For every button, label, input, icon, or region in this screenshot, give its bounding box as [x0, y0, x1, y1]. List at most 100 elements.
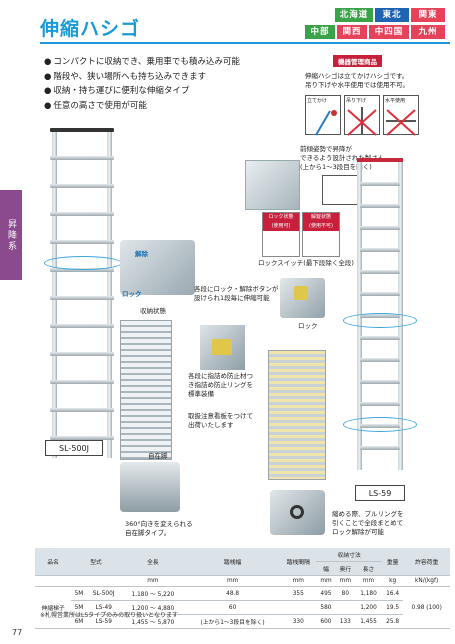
lock-state-sub: (使用可) [263, 222, 299, 231]
region-chushikoku: 中四国 [369, 25, 409, 39]
length-cell: 5M [71, 600, 87, 615]
col-tread-width: 踏桟幅 [185, 548, 281, 576]
usage-note: 伸縮ハシゴは立てかけハシゴです。 吊り下げや水平使用では使用不可。 [305, 72, 409, 90]
load-cell: 0.98 (100) [403, 586, 450, 629]
sign-hanging: 吊り下げ [344, 95, 380, 136]
ladder-rung [360, 248, 400, 252]
ladder-right-rail [107, 128, 112, 458]
model-cell: SL-500J [86, 586, 121, 601]
weight-cell: 16.4 [381, 586, 404, 601]
ladder-rung [360, 182, 400, 186]
ladder-rung [50, 156, 114, 160]
sign-horizontal-label: 水平使用 [385, 98, 406, 104]
finger-guard-photo [200, 325, 245, 370]
sign-lean-label: 立てかけ [307, 98, 328, 104]
lock-switch-note: ロックスイッチ(最下段除く全段) [258, 259, 354, 267]
pull-ring-icon [290, 505, 304, 519]
table-row: 5M LS-49 1,200 〜 4,880 60 580 1,200 19.5 [35, 600, 450, 615]
model-cell: LS-59 [86, 614, 121, 629]
unlock-state-sub: (使用不可) [303, 222, 339, 231]
unit-cell: mm [185, 575, 281, 587]
button-note: 各段にロック・解除ボタンが 設けられ1段毎に伸縮可能 [194, 285, 278, 303]
unit-cell: mm [355, 575, 382, 587]
weight-cell: 19.5 [381, 600, 404, 615]
col-total-length: 全長 [120, 548, 186, 576]
folded-ladder-photo [268, 350, 326, 480]
caution-note: 取扱注意看板をつけて 出荷いたします [188, 412, 253, 430]
managed-item-badge: 機器管理商品 [333, 55, 382, 67]
lock-state-box: ロック状態 (使用可) [262, 212, 300, 257]
posture-note-line: (上から1〜3段目を除く) [300, 163, 372, 171]
region-hokkaido: 北海道 [335, 8, 373, 22]
length-dim-cell: 1,180 [355, 586, 382, 601]
free-foot-note: 360°向きを変えられる 自在脚タイプ。 [125, 520, 193, 538]
col-weight: 重量 [381, 548, 404, 576]
unit-cell: kN/(kgf) [403, 575, 450, 587]
pull-ring-note: 縮める際、プルリングを 引くことで全段まとめて ロック解除が可能 [332, 510, 404, 537]
ladder-rungs [46, 128, 118, 448]
col-depth: 奥行 [335, 561, 356, 576]
interval-cell: 330 [280, 614, 317, 629]
lock-label-2: ロック [298, 322, 318, 330]
finger-note-line: 標準装備 [188, 390, 214, 398]
region-kanto: 関東 [411, 8, 445, 22]
weight-cell: 25.8 [381, 614, 404, 629]
free-foot-label: 自在脚 [148, 452, 168, 460]
interval-cell [280, 600, 317, 615]
ladder-rung [360, 292, 400, 296]
ladder-top-cap [50, 128, 114, 132]
ladder-rung [360, 270, 400, 274]
title-rule [40, 42, 450, 44]
col-width: 幅 [316, 561, 336, 576]
usage-note-line: 伸縮ハシゴは立てかけハシゴです。 [305, 72, 409, 80]
unlock-state-box: 解錠状態 (使用不可) [302, 212, 340, 257]
model-label-ls59: LS-59 [355, 485, 405, 501]
pull-note-line: 縮める際、プルリングを [332, 510, 404, 518]
units-row: mm mm mm mm mm mm kg kN/(kgf) [35, 575, 450, 587]
col-model: 型式 [71, 548, 121, 576]
region-chubu: 中部 [305, 25, 335, 39]
guard-ring-icon [212, 339, 232, 355]
usage-note-line: 吊り下げや水平使用では使用不可。 [305, 81, 409, 89]
tread-cell: 60 [185, 600, 281, 615]
highlight-ring [343, 417, 417, 432]
feature-item: 任意の高さで使用が可能 [44, 99, 240, 114]
depth-cell: 80 [335, 586, 356, 601]
ladder-rung [50, 352, 114, 356]
model-cell: LS-49 [86, 600, 121, 615]
finger-note-line: 各段に指詰め防止材つ [188, 372, 253, 380]
unit-cell: mm [316, 575, 336, 587]
unit-cell: mm [280, 575, 317, 587]
width-cell: 600 [316, 614, 336, 629]
col-stored-dims: 収納寸法 [316, 548, 382, 562]
prohibited-icon [386, 109, 416, 136]
highlight-ring [44, 256, 122, 270]
posture-diagram [322, 175, 362, 205]
total-cell: 1,455 〜 5,870 [120, 614, 186, 629]
unit-cell: kg [381, 575, 404, 587]
ladder-rung [50, 184, 114, 188]
unit-cell: mm [120, 575, 186, 587]
feature-item: 階段や、狭い場所へも持ち込みできます [44, 70, 240, 85]
width-cell: 580 [316, 600, 336, 615]
depth-cell: 133 [335, 614, 356, 629]
button-note-line: 設けられ1段毎に伸縮可能 [194, 294, 270, 302]
length-cell: 5M [71, 586, 87, 601]
ls59-top-cap [357, 158, 403, 162]
length-cell: 6M [71, 614, 87, 629]
col-load: 許容荷重 [403, 548, 450, 576]
spec-table: 品名 型式 全長 踏桟幅 踏桟間隔 収納寸法 重量 許容荷重 幅 奥行 長さ m… [35, 548, 450, 629]
free-foot-photo [120, 462, 180, 512]
ladder-rung [50, 212, 114, 216]
posture-photo [245, 160, 300, 210]
ladder-rung [50, 268, 114, 272]
ladder-rung [50, 408, 114, 412]
col-tread-interval: 踏桟間隔 [280, 548, 317, 576]
caution-note-line: 出荷いたします [188, 421, 234, 429]
caution-note-line: 取扱注意看板をつけて [188, 412, 253, 420]
lock-detail-photo [120, 240, 195, 295]
posture-note: 前傾姿勢で昇降が できるよう設計された製さん (上から1〜3段目を除く) [300, 145, 384, 172]
prohibited-icon [347, 107, 377, 136]
sign-hanging-label: 吊り下げ [346, 98, 367, 104]
ladder-rung [360, 380, 400, 384]
